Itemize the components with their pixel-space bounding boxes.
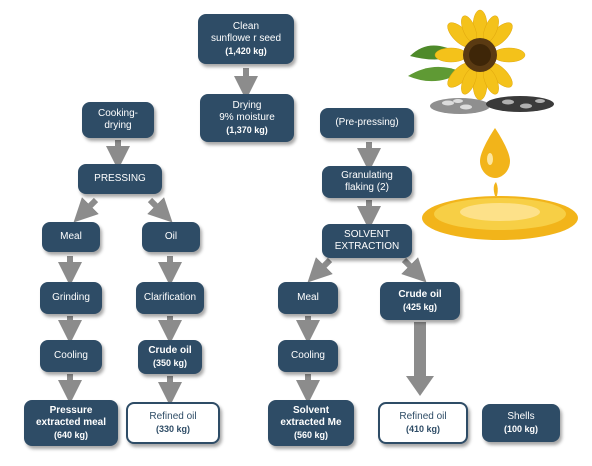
oil-left-label: Oil xyxy=(164,231,178,242)
granulating-node: Granulating flaking (2) xyxy=(322,166,412,198)
shells-label: Shells xyxy=(507,411,535,422)
clean-seed-qty: (1,420 kg) xyxy=(225,46,267,56)
drying-node: Drying 9% moisture (1,370 kg) xyxy=(200,94,294,142)
solvent-extraction-line2: EXTRACTION xyxy=(334,241,400,252)
sunflower-icon xyxy=(408,9,526,101)
clean-seed-node: Clean sunflowe r seed (1,420 kg) xyxy=(198,14,294,64)
solvent-extraction-line1: SOLVENT xyxy=(344,229,390,240)
grinding-node: Grinding xyxy=(40,282,102,314)
solvent-meal-line1: Solvent xyxy=(292,405,330,416)
oil-drop-icon xyxy=(480,128,510,178)
cooling-left-node: Cooling xyxy=(40,340,102,372)
arrow-solvent-meal xyxy=(307,257,333,283)
oil-splash-icon xyxy=(422,182,578,240)
pressure-meal-qty: (640 kg) xyxy=(53,430,88,440)
refined-oil-right-node: Refined oil (410 kg) xyxy=(378,402,468,444)
arrow-pressing-oil xyxy=(147,197,173,223)
drying-line1: Drying xyxy=(232,100,262,111)
cooling-right-node: Cooling xyxy=(278,340,338,372)
arrow-crude-refined-right-shaft xyxy=(414,322,426,378)
solvent-meal-line2: extracted Me xyxy=(280,417,342,428)
cooking-drying-line1: Cooking- xyxy=(97,108,139,119)
granulating-line1: Granulating xyxy=(341,170,393,181)
illustration xyxy=(408,9,578,240)
grinding-label: Grinding xyxy=(52,292,90,303)
meal-left-node: Meal xyxy=(42,222,100,252)
solvent-extraction-node: SOLVENT EXTRACTION xyxy=(322,224,412,258)
clarification-label: Clarification xyxy=(143,292,197,303)
cooking-drying-line2: drying xyxy=(104,120,132,131)
refined-oil-left-label: Refined oil xyxy=(149,411,197,422)
crude-oil-right-qty: (425 kg) xyxy=(402,302,437,312)
drying-qty: (1,370 kg) xyxy=(226,125,268,135)
pre-pressing-label: (Pre-pressing) xyxy=(335,117,399,128)
crude-oil-left-label: Crude oil xyxy=(148,345,192,356)
meal-right-label: Meal xyxy=(297,292,319,303)
meal-left-label: Meal xyxy=(60,231,82,242)
solvent-meal-qty: (560 kg) xyxy=(293,430,328,440)
pressure-meal-node: Pressure extracted meal (640 kg) xyxy=(24,400,118,446)
seeds-icon xyxy=(430,96,554,114)
refined-oil-left-node: Refined oil (330 kg) xyxy=(126,402,220,444)
solvent-meal-node: Solvent extracted Me (560 kg) xyxy=(268,400,354,446)
crude-oil-right-label: Crude oil xyxy=(398,289,442,300)
crude-oil-left-qty: (350 kg) xyxy=(152,358,187,368)
oil-left-node: Oil xyxy=(142,222,200,252)
pressure-meal-line2: extracted meal xyxy=(35,417,107,428)
clean-seed-line2: sunflowe r seed xyxy=(210,33,282,44)
cooking-drying-node: Cooking- drying xyxy=(82,102,154,138)
arrow-crude-refined-right-head xyxy=(406,376,434,396)
shells-qty: (100 kg) xyxy=(503,424,538,434)
shells-node: Shells (100 kg) xyxy=(482,404,560,442)
granulating-line2: flaking (2) xyxy=(345,182,389,193)
clean-seed-line1: Clean xyxy=(232,21,260,32)
refined-oil-left-qty: (330 kg) xyxy=(155,424,190,434)
arrow-pressing-meal xyxy=(73,197,99,223)
refined-oil-right-label: Refined oil xyxy=(399,411,447,422)
clarification-node: Clarification xyxy=(136,282,204,314)
crude-oil-right-node: Crude oil (425 kg) xyxy=(380,282,460,320)
cooling-left-label: Cooling xyxy=(54,350,88,361)
pressure-meal-line1: Pressure xyxy=(49,405,93,416)
drying-line2: 9% moisture xyxy=(219,112,275,123)
crude-oil-left-node: Crude oil (350 kg) xyxy=(138,340,202,374)
meal-right-node: Meal xyxy=(278,282,338,314)
pre-pressing-node: (Pre-pressing) xyxy=(320,108,414,138)
pressing-label: PRESSING xyxy=(94,173,146,184)
pressing-node: PRESSING xyxy=(78,164,162,194)
arrow-solvent-crude xyxy=(401,257,427,283)
cooling-right-label: Cooling xyxy=(291,350,325,361)
refined-oil-right-qty: (410 kg) xyxy=(405,424,440,434)
